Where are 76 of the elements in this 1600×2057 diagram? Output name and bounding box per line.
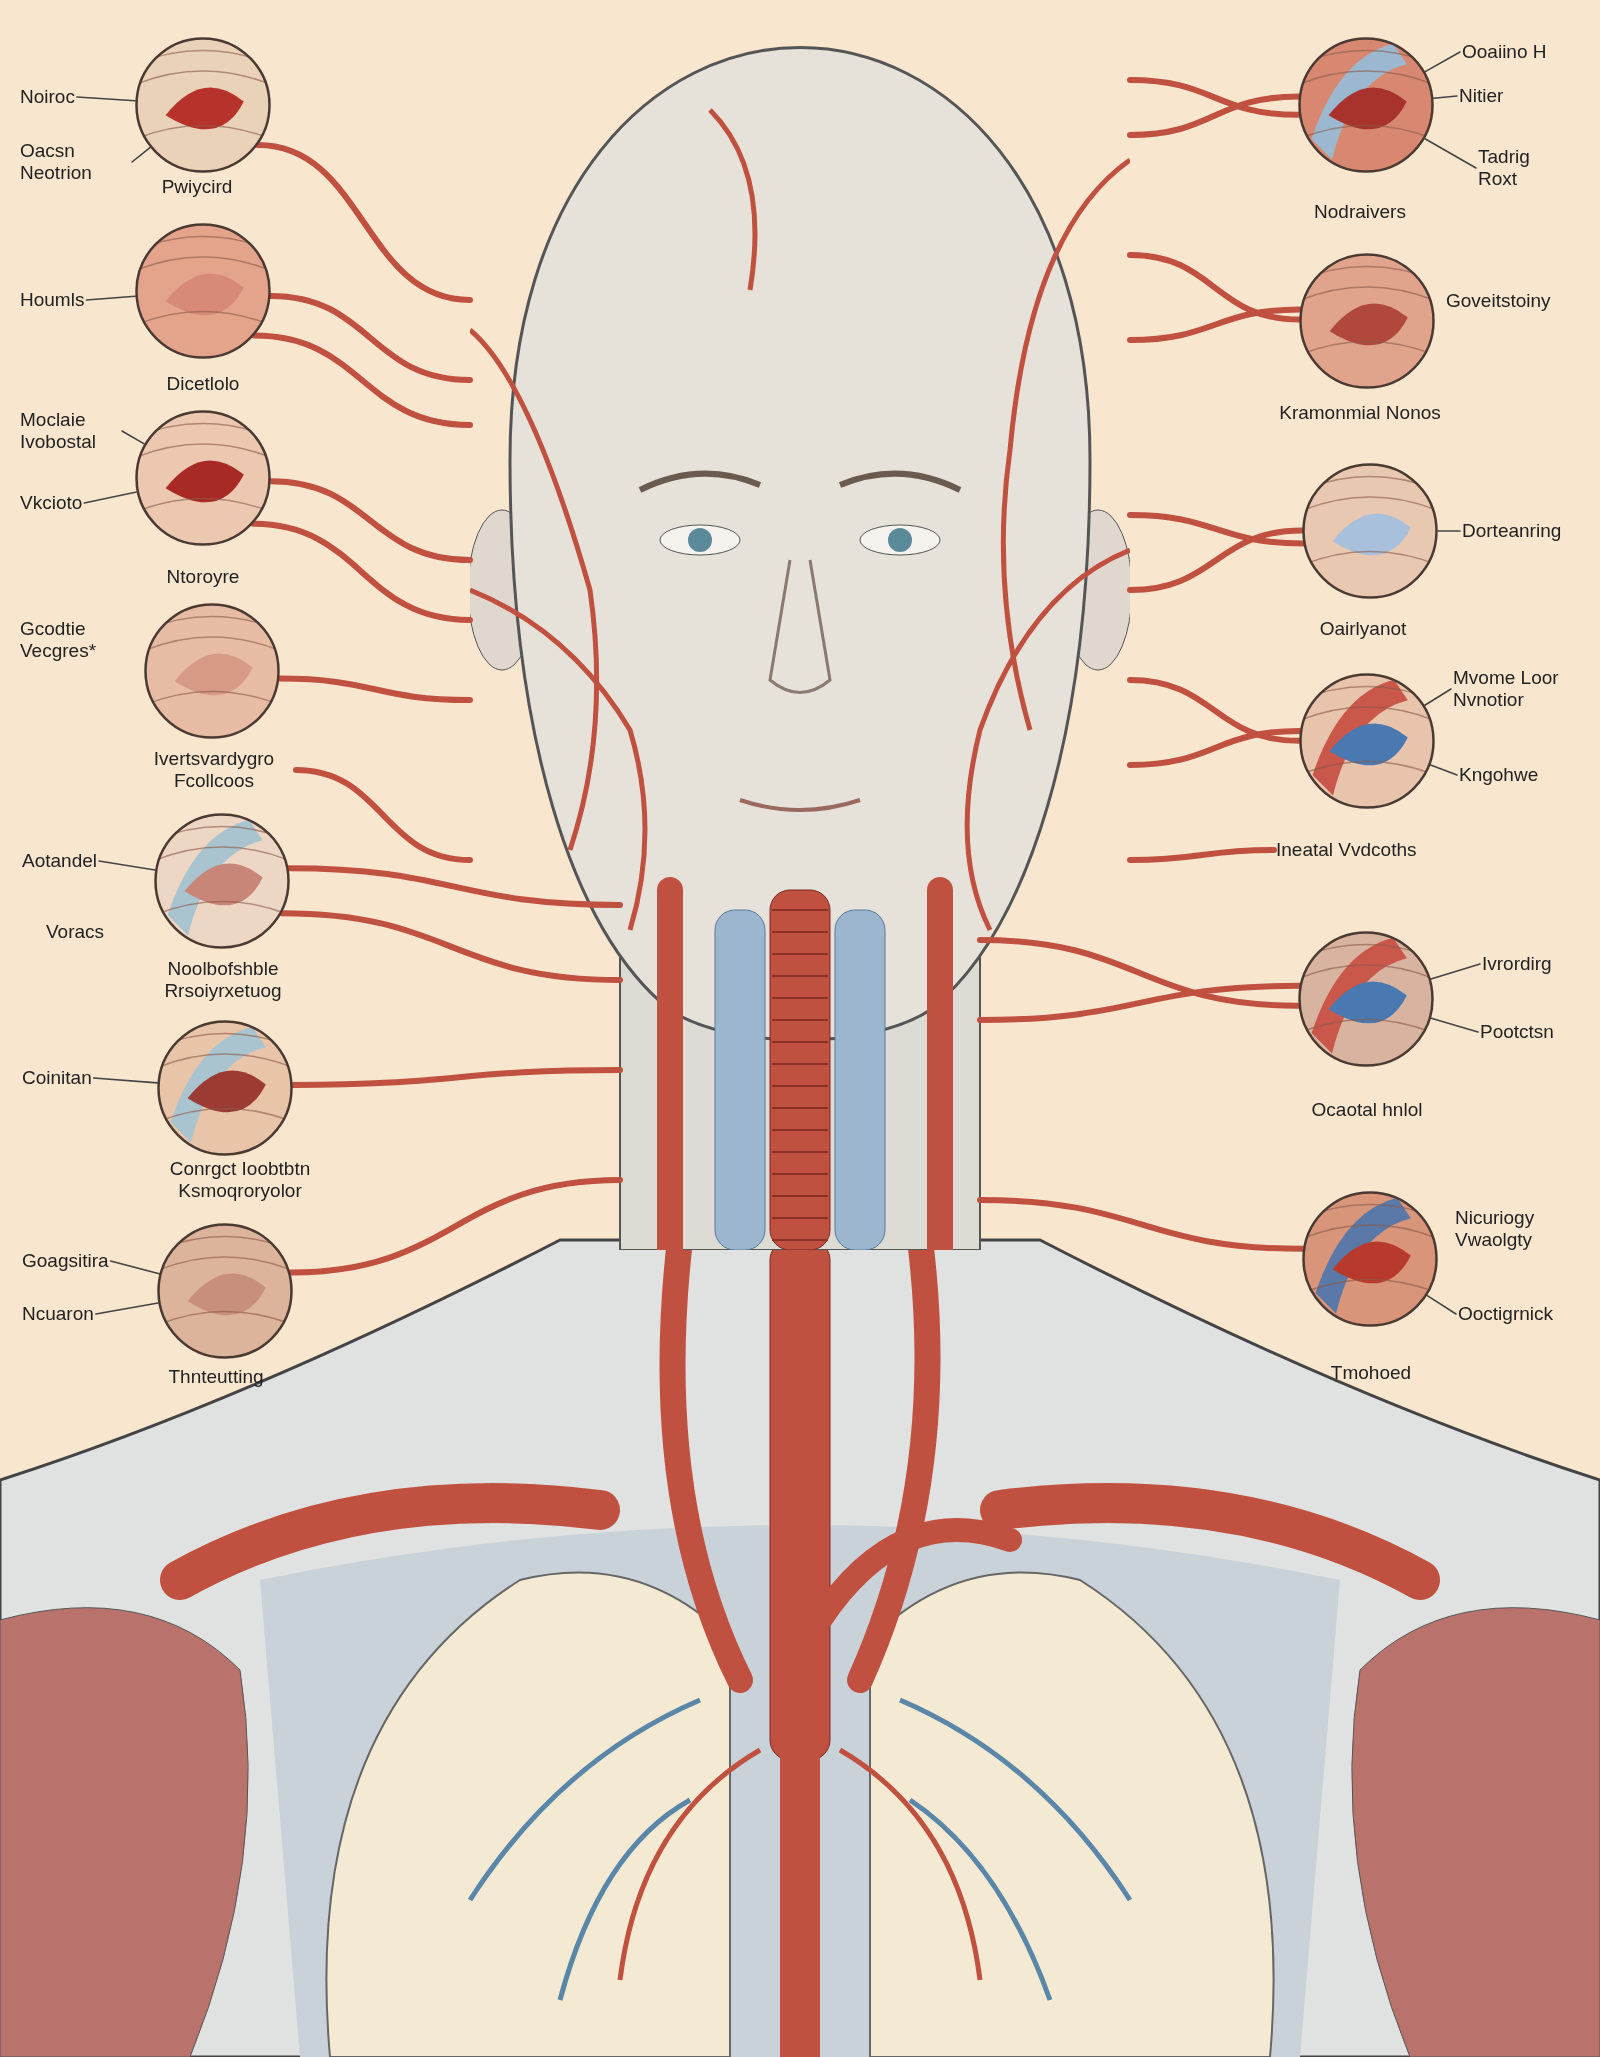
blood-vessel [289, 1067, 623, 1088]
caption-label: Ntoroyre [166, 566, 240, 588]
caption-label: Nicuriogy Vwaolgty [1455, 1207, 1536, 1251]
leader-line [109, 1260, 160, 1275]
blood-vessel [977, 937, 1302, 1009]
blood-vessel [250, 520, 473, 623]
blood-vessel [1127, 93, 1302, 138]
blood-vessel [1127, 512, 1307, 547]
caption-label: Gcodtie Vecgres* [20, 618, 98, 662]
part-label: Houmls [20, 289, 85, 311]
caption-label: Conrgct Ioobtbtn Ksmoqroryolor [168, 1158, 312, 1202]
leader-line [85, 295, 136, 301]
caption-label: Ocaotal hnlol [1311, 1099, 1423, 1121]
caption-label: Pwiycird [161, 176, 233, 198]
caption-label: Dicetlolo [166, 373, 240, 395]
part-label: Kngohwe [1459, 764, 1539, 786]
caption-label: Nodraivers [1314, 201, 1406, 223]
leader-line [98, 860, 156, 871]
blood-vessel [254, 142, 473, 303]
leader-line [121, 430, 145, 445]
caption-label: Noolbofshble Rrsoiyrxetuog [163, 958, 283, 1002]
part-label: Goagsitira [22, 1250, 109, 1272]
part-label: Aotandel [22, 850, 97, 872]
leader-line [92, 1077, 158, 1084]
part-label: Moclaie Ivobostal [20, 409, 120, 453]
part-label: Ivertsvardygro Fcollcoos [134, 748, 294, 792]
part-label: Ooctigrnick [1458, 1303, 1554, 1325]
part-label: Ineatal Vvdcoths [1276, 839, 1417, 861]
part-label: Mvome Loor Nvnotior [1453, 667, 1583, 711]
leader-line [95, 1302, 159, 1315]
part-label: Oacsn Neotrion [20, 140, 130, 184]
blood-vessel [1127, 527, 1305, 593]
blood-vessel [1127, 727, 1303, 768]
leader-line [1429, 764, 1458, 776]
blood-vessel [276, 675, 473, 703]
leader-line [1424, 51, 1461, 73]
leader-line [1432, 95, 1458, 100]
blood-vessel [251, 332, 473, 428]
blood-vessel [267, 478, 473, 563]
blood-vessel [293, 767, 473, 863]
blood-vessel [285, 865, 623, 908]
blood-vessel [287, 1177, 623, 1276]
part-label: Nitier [1459, 85, 1504, 107]
part-label: Coinitan [22, 1067, 92, 1089]
leader-line [83, 491, 138, 504]
part-label: Vkcioto [20, 492, 83, 514]
leader-line [1426, 1294, 1457, 1315]
leader-line [1430, 963, 1481, 980]
caption-label: Kramonmial Nonos [1279, 402, 1441, 424]
caption-label: Oairlyanot [1319, 618, 1407, 640]
blood-vessel [1127, 847, 1277, 863]
caption-label: Goveitstoiny [1446, 290, 1551, 312]
caption-label: Voracs [46, 921, 105, 943]
leader-line [76, 96, 136, 102]
part-label: Ivrordirg [1482, 953, 1552, 975]
part-label: Pootctsn [1480, 1021, 1554, 1043]
part-label: Ooaiino H [1462, 41, 1547, 63]
blood-vessel [1127, 306, 1303, 343]
blood-vessel [1127, 677, 1302, 744]
blood-vessel [267, 292, 473, 383]
part-label: Tadrig Roxt [1478, 146, 1558, 190]
blood-vessel [278, 910, 623, 983]
leader-line [1437, 530, 1461, 532]
blood-vessel [1127, 77, 1302, 118]
blood-vessel [1127, 252, 1302, 323]
leader-line [1430, 1017, 1479, 1033]
blood-vessel [977, 1197, 1306, 1252]
leader-line [1424, 688, 1452, 706]
leader-line [131, 146, 151, 163]
blood-vessel [977, 982, 1303, 1023]
caption-label: Tmohoed [1330, 1362, 1412, 1384]
leader-line [1424, 138, 1477, 169]
part-label: Noiroc [20, 86, 75, 108]
part-label: Ncuaron [22, 1303, 94, 1325]
part-label: Dorteanring [1462, 520, 1562, 542]
caption-label: Thnteutting [168, 1366, 264, 1388]
